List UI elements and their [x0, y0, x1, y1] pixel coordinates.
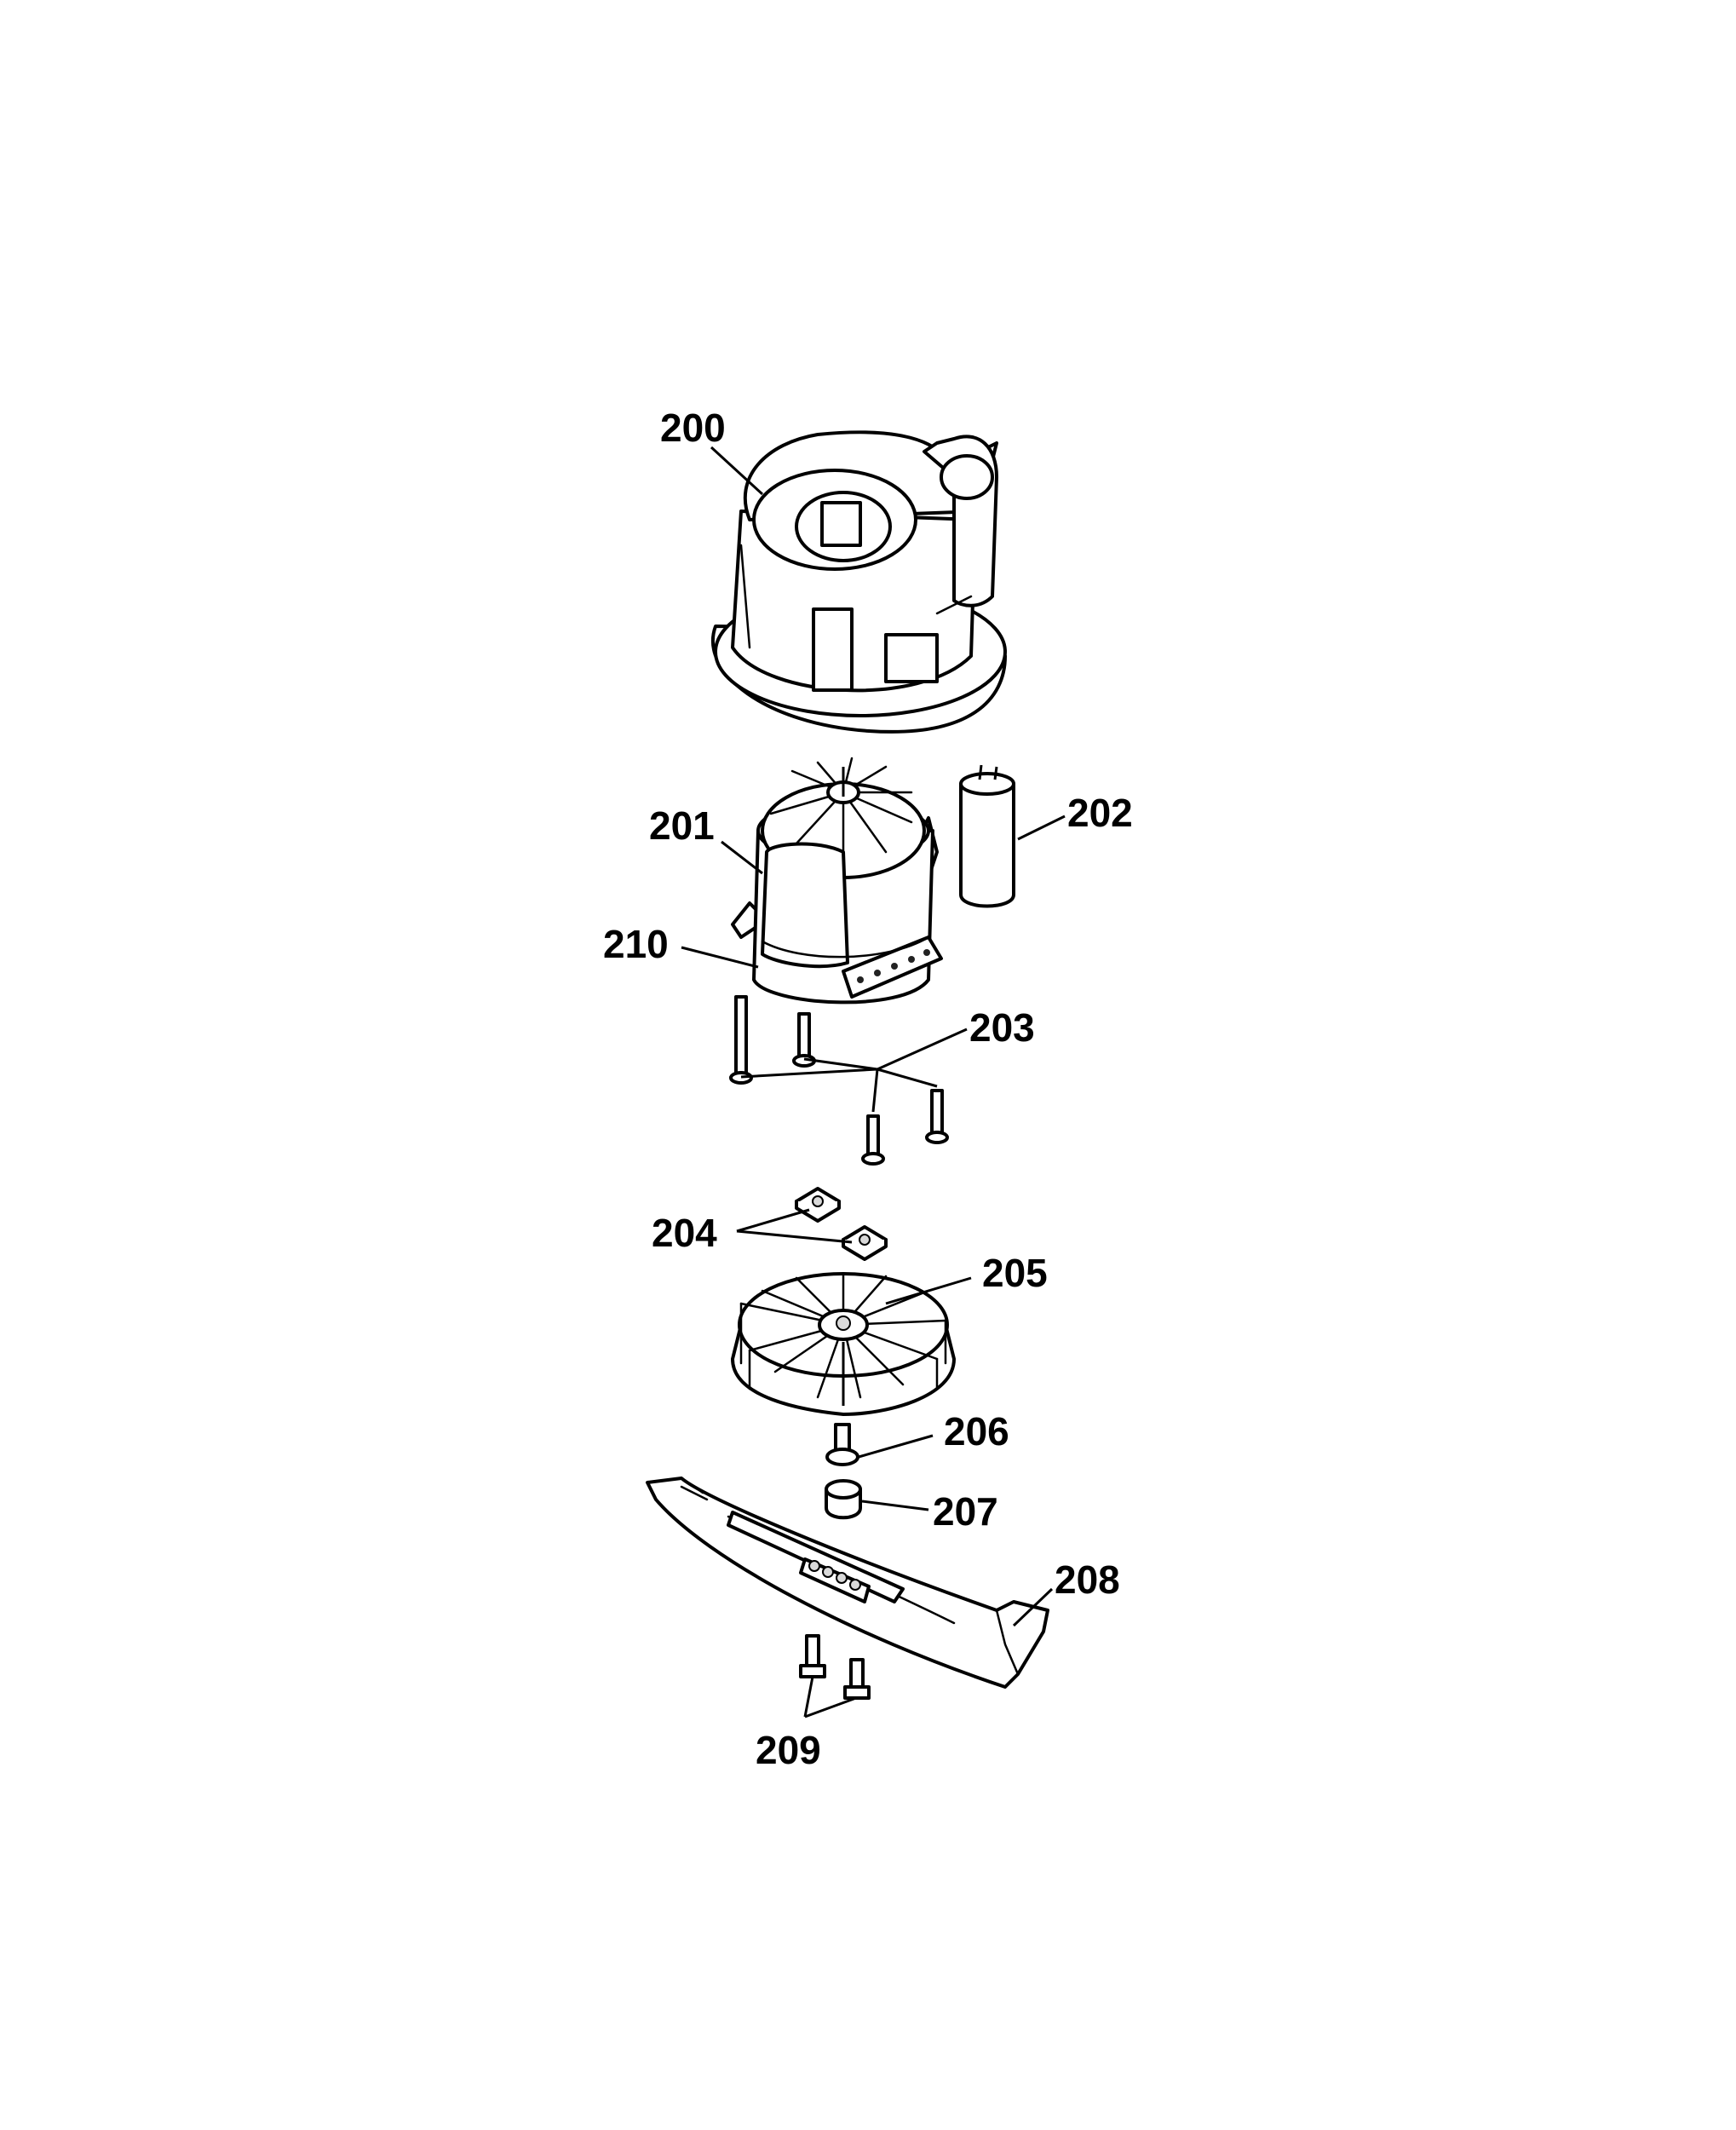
label-200: 200 — [660, 406, 726, 450]
label-202: 202 — [1067, 791, 1133, 835]
label-205: 205 — [982, 1251, 1048, 1295]
motor-icon[interactable] — [731, 757, 943, 1005]
spacer-icon[interactable] — [825, 1479, 862, 1520]
label-203: 203 — [969, 1005, 1035, 1050]
fan-icon[interactable] — [731, 1272, 956, 1416]
label-208: 208 — [1055, 1557, 1120, 1602]
screw-icon[interactable] — [729, 995, 949, 1166]
blade-icon[interactable] — [646, 1477, 1049, 1689]
label-210: 210 — [603, 922, 669, 966]
capacitor-icon[interactable] — [959, 764, 1015, 908]
screw-icon[interactable] — [799, 1634, 871, 1700]
label-207: 207 — [933, 1489, 998, 1534]
label-204: 204 — [652, 1211, 717, 1255]
bolt-icon[interactable] — [825, 1423, 859, 1466]
label-209: 209 — [756, 1728, 821, 1772]
label-206: 206 — [944, 1409, 1009, 1454]
square-nut-icon[interactable] — [795, 1187, 888, 1261]
label-201: 201 — [649, 803, 715, 848]
motor-housing-icon[interactable] — [710, 430, 1007, 734]
